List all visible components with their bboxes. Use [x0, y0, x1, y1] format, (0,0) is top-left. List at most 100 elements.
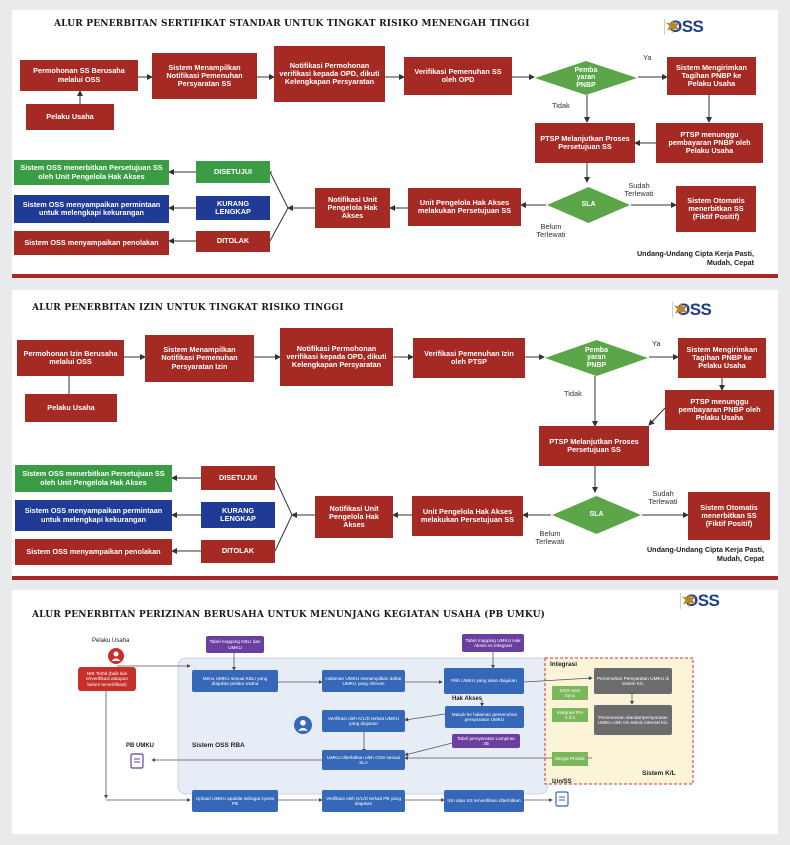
box-sistem-penolakan: Sistem OSS menyampaikan penolakan: [15, 539, 172, 565]
box-melanjutkan-proses: PTSP Melanjutkan Proses Persetujuan SS: [539, 426, 649, 466]
label-integrasi: Integrasi: [550, 661, 578, 668]
label-tidak: Tidak: [552, 101, 570, 110]
label-belum-terlewati: Belum Terlewati: [536, 222, 566, 239]
box-notifikasi-permohonan: Notifikasi Permohonan verifikasi kepada …: [274, 46, 385, 102]
label-ya: Ya: [643, 53, 652, 62]
box-upload-umku: Upload UMKU apabila sebagai syarat PB: [192, 790, 278, 812]
box-verifikasi: Verifikasi Pemenuhan Izin oleh PTSP: [413, 338, 525, 378]
box-menunggu-pembayaran: PTSP menunggu pembayaran PNBP oleh Pelak…: [665, 390, 774, 430]
box-masuk-halaman: Masuk ke halaman pemenuhan persyaratan U…: [445, 706, 524, 728]
diamond-shape: [552, 496, 641, 534]
box-sistem-terbit: Sistem OSS menerbitkan Persetujuan SS ol…: [14, 160, 169, 185]
box-melanjutkan-proses: PTSP Melanjutkan Proses Persetujuan SS: [535, 123, 635, 163]
box-menunggu-pembayaran: PTSP menunggu pembayaran PNBP oleh Pelak…: [656, 123, 763, 163]
diamond-shape: [535, 61, 637, 95]
oss-logo: OSS: [680, 592, 720, 609]
label-sudah-terlewati: Sudah Terlewati: [648, 489, 678, 506]
box-permohonan: Permohonan SS Berusaha melalui OSS: [20, 60, 138, 91]
box-sistem-terbit: Sistem OSS menerbitkan Persetujuan SS ol…: [15, 465, 172, 492]
panel3-logo: OSS: [680, 592, 720, 609]
label-belum-terlewati: Belum Terlewati: [535, 529, 565, 546]
document-icon: [555, 791, 569, 807]
diamond-shape: [545, 340, 648, 376]
label-sistem-oss-rba: Sistem OSS RBA: [192, 742, 245, 749]
label-pb-umku: PB UMKU: [126, 743, 154, 749]
oss-logo: OSS: [664, 18, 704, 35]
box-verifikasi: Verifikasi Pemenuhan SS oleh OPD: [404, 57, 512, 95]
box-halaman-umku: Halaman UMKU menampilkan daftar UMKU yan…: [322, 670, 405, 692]
box-nib-terbit: NIB Terbit (baik lain terverifikasi atau…: [78, 667, 136, 691]
garuda-emblem-icon: [681, 593, 697, 609]
box-tagihan-pnbp: Sistem Mengirimkan Tagihan PNBP ke Pelak…: [667, 57, 756, 95]
box-sso-user-sync: SSO User Sync: [552, 686, 588, 700]
box-ditolak: DITOLAK: [196, 231, 270, 252]
box-pelaku-usaha: Pelaku Usaha: [26, 104, 114, 130]
box-tabel-persyaratan: Tabel persyaratan Lampiran 3B: [452, 734, 520, 748]
panel1-logo: OSS: [664, 18, 704, 35]
document-icon: [130, 753, 144, 769]
box-verifikasi-kld-pb: Verifikasi oleh K/L/D terkait PB yang di…: [322, 790, 405, 812]
box-tabel-mapping-hak-akses: Tabel mapping UMKU Hak Akses vs Integras…: [462, 634, 524, 652]
panel1-footer: Undang-Undang Cipta Kerja Pasti, Mudah, …: [636, 249, 754, 267]
box-sistem-kekurangan: Sistem OSS menyampaikan permintaan untuk…: [14, 195, 169, 223]
box-umku-diterbitkan: UMKU diterbitkan oleh OSS sesuai SLA: [322, 750, 405, 770]
panel1-connectors: [77, 74, 712, 244]
box-pilih-umku: Pilih UMKU yang akan diajukan: [444, 668, 524, 694]
box-notifikasi-unit: Notifikasi Unit Pengelola Hak Akses: [315, 188, 390, 228]
box-disetujui: DISETUJUI: [196, 161, 270, 183]
diamond-pembayaran-pnbp: Pemba yaran PNBP: [544, 339, 649, 377]
box-sistem-otomatis: Sistem Otomatis menerbitkan SS (Fiktif P…: [688, 492, 770, 540]
garuda-emblem-icon: [673, 302, 689, 318]
box-tagihan-pnbp: Sistem Mengirimkan Tagihan PNBP ke Pelak…: [678, 338, 766, 378]
box-sistem-otomatis: Sistem Otomatis menerbitkan SS (Fiktif P…: [676, 186, 756, 232]
box-menu-umku: Menu UMKU sesuai KBLI yang diajukan pela…: [192, 670, 278, 692]
box-pemrosesan-kl: Pemrosesan standar/persyaratan UMKU oleh…: [594, 705, 672, 735]
box-kurang-lengkap: KURANG LENGKAP: [201, 502, 275, 528]
box-tabel-mapping-kbli: Tabel mapping KBLI dan UMKU: [206, 636, 264, 653]
box-notifikasi-permohonan: Notifikasi Permohonan verifikasi kepada …: [280, 328, 393, 386]
box-merge-produk: Merge Produk: [552, 752, 588, 766]
box-ditolak: DITOLAK: [201, 540, 275, 563]
box-unit-pengelola: Unit Pengelola Hak Akses melakukan Perse…: [408, 188, 521, 226]
panel2-bottom-bar: [12, 576, 778, 580]
box-sistem-notifikasi: Sistem Menampilkan Notifikasi Pemenuhan …: [152, 53, 257, 99]
label-pelaku-usaha: Pelaku Usaha: [92, 638, 130, 644]
box-pemenuhan-kl: Pemenuhan Persyaratan UMKU di sistem K/L: [594, 668, 672, 694]
box-sistem-penolakan: Sistem OSS menyampaikan penolakan: [14, 231, 169, 255]
diamond-sla: SLA: [551, 495, 642, 535]
box-pelaku-usaha: Pelaku Usaha: [25, 394, 117, 422]
user-icon: [108, 648, 124, 664]
panel2-connectors: [66, 354, 725, 554]
label-sudah-terlewati: Sudah Terlewati: [624, 181, 654, 198]
box-unit-pengelola: Unit Pengelola Hak Akses melakukan Perse…: [412, 496, 523, 536]
label-hak-akses: Hak Akses: [452, 696, 483, 702]
box-kurang-lengkap: KURANG LENGKAP: [196, 196, 270, 220]
diamond-shape: [547, 187, 630, 223]
panel2-footer: Undang-Undang Cipta Kerja Pasti, Mudah, …: [646, 545, 764, 563]
box-verifikasi-kld-umku: Verifikasi oleh K/L/D terkait UMKU yang …: [322, 710, 405, 732]
label-tidak: Tidak: [564, 389, 582, 398]
panel-izin-risiko-tinggi: ALUR PENERBITAN IZIN UNTUK TINGKAT RISIK…: [12, 290, 778, 580]
panel-sertifikat-standar: ALUR PENERBITAN SERTIFIKAT STANDAR UNTUK…: [12, 10, 778, 278]
label-ya: Ya: [652, 339, 661, 348]
label-izin-ss: Izin/SS: [552, 779, 572, 785]
panel1-bottom-bar: [12, 274, 778, 278]
panel2-logo: OSS: [672, 301, 712, 318]
panel3-title: ALUR PENERBITAN PERIZINAN BERUSAHA UNTUK…: [32, 610, 546, 620]
panel2-title: ALUR PENERBITAN IZIN UNTUK TINGKAT RISIK…: [32, 303, 344, 313]
diamond-sla: SLA: [546, 186, 631, 224]
diamond-pembayaran-pnbp: Pemba yaran PNBP: [534, 60, 638, 96]
garuda-emblem-icon: [665, 19, 681, 35]
user-icon: [294, 716, 312, 734]
box-permohonan: Permohonan Izin Berusaha melalui OSS: [17, 340, 124, 376]
box-sistem-notifikasi: Sistem Menampilkan Notifikasi Pemenuhan …: [145, 335, 254, 382]
box-disetujui: DISETUJUI: [201, 466, 275, 490]
box-integrasi-pia: Integrasi PIA 4.3.1: [552, 708, 588, 722]
box-notifikasi-unit: Notifikasi Unit Pengelola Hak Akses: [315, 496, 393, 538]
label-sistem-kl: Sistem K/L: [642, 770, 676, 777]
box-izin-terverifikasi: Izin atau SS terverifikasi diterbitkan: [444, 790, 524, 812]
box-sistem-kekurangan: Sistem OSS menyampaikan permintaan untuk…: [15, 500, 172, 531]
panel-pb-umku: ALUR PENERBITAN PERIZINAN BERUSAHA UNTUK…: [12, 590, 778, 834]
panel1-title: ALUR PENERBITAN SERTIFIKAT STANDAR UNTUK…: [54, 19, 530, 29]
oss-logo: OSS: [672, 301, 712, 318]
